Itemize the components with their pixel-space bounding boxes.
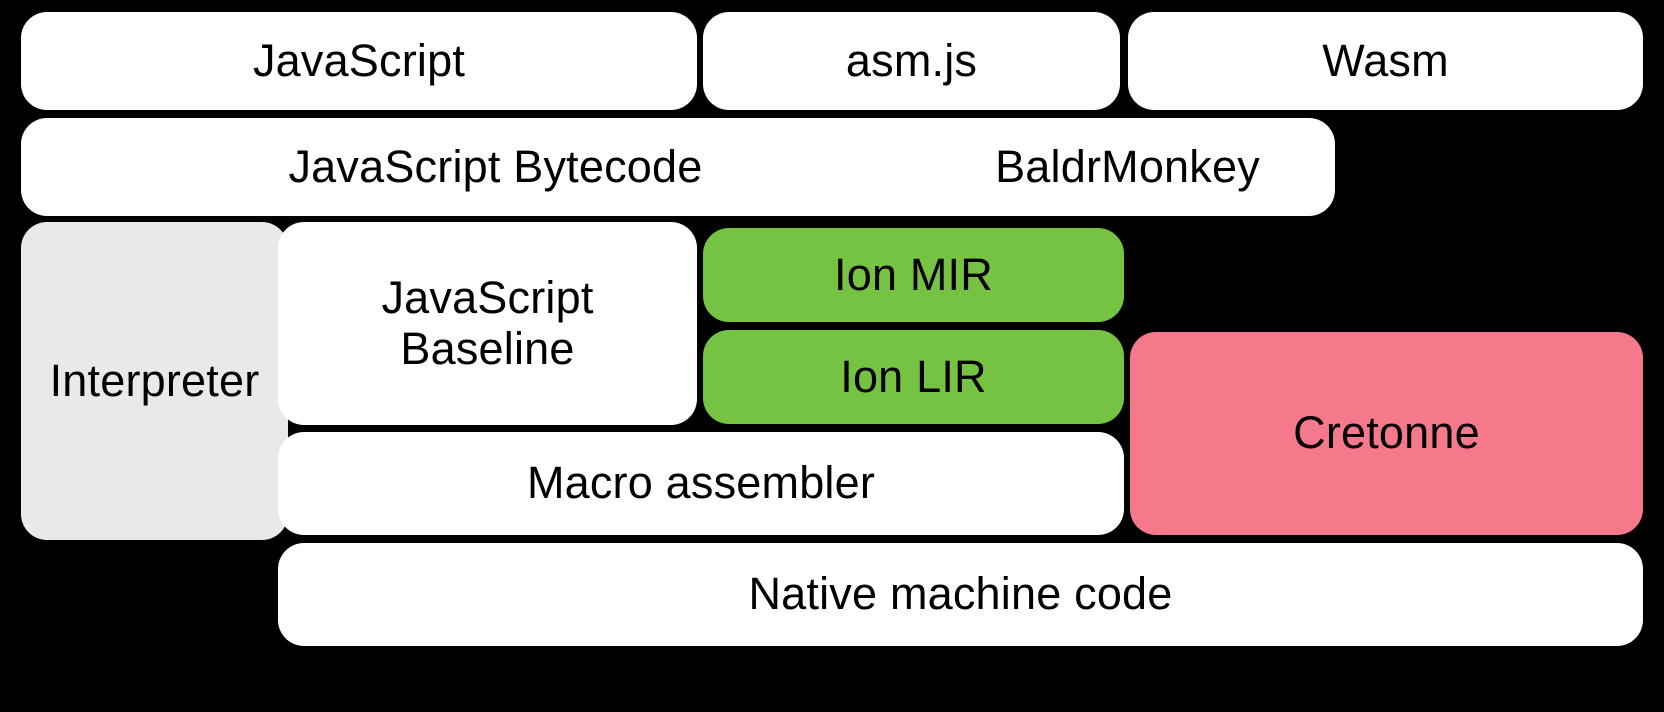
node-baldrmonkey-label: BaldrMonkey xyxy=(995,140,1260,192)
node-macro-assembler: Macro assembler xyxy=(278,432,1124,535)
node-ion-mir: Ion MIR xyxy=(703,228,1124,322)
node-javascript-baseline-label: JavaScript Baseline xyxy=(381,272,594,374)
node-javascript-label: JavaScript xyxy=(252,34,466,86)
node-ion-mir-label: Ion MIR xyxy=(834,248,993,300)
node-asm-js-label: asm.js xyxy=(845,34,978,86)
node-javascript-bytecode-label: JavaScript Bytecode xyxy=(288,140,703,192)
node-interpreter: Interpreter xyxy=(21,222,288,540)
node-interpreter-label: Interpreter xyxy=(49,354,260,406)
node-javascript: JavaScript xyxy=(21,12,697,110)
node-ion-lir: Ion LIR xyxy=(703,330,1124,424)
node-cretonne-label: Cretonne xyxy=(1293,407,1480,459)
node-ion-lir-label: Ion LIR xyxy=(840,350,987,402)
node-wasm: Wasm xyxy=(1128,12,1643,110)
node-macro-assembler-label: Macro assembler xyxy=(526,457,876,509)
node-wasm-label: Wasm xyxy=(1322,34,1449,86)
node-baldrmonkey: BaldrMonkey xyxy=(920,118,1335,216)
node-javascript-bytecode: JavaScript Bytecode xyxy=(21,118,970,216)
node-cretonne: Cretonne xyxy=(1130,332,1643,535)
node-asm-js: asm.js xyxy=(703,12,1120,110)
node-javascript-baseline: JavaScript Baseline xyxy=(278,222,697,425)
node-native-machine-code: Native machine code xyxy=(278,543,1643,646)
node-native-machine-code-label: Native machine code xyxy=(748,568,1173,620)
